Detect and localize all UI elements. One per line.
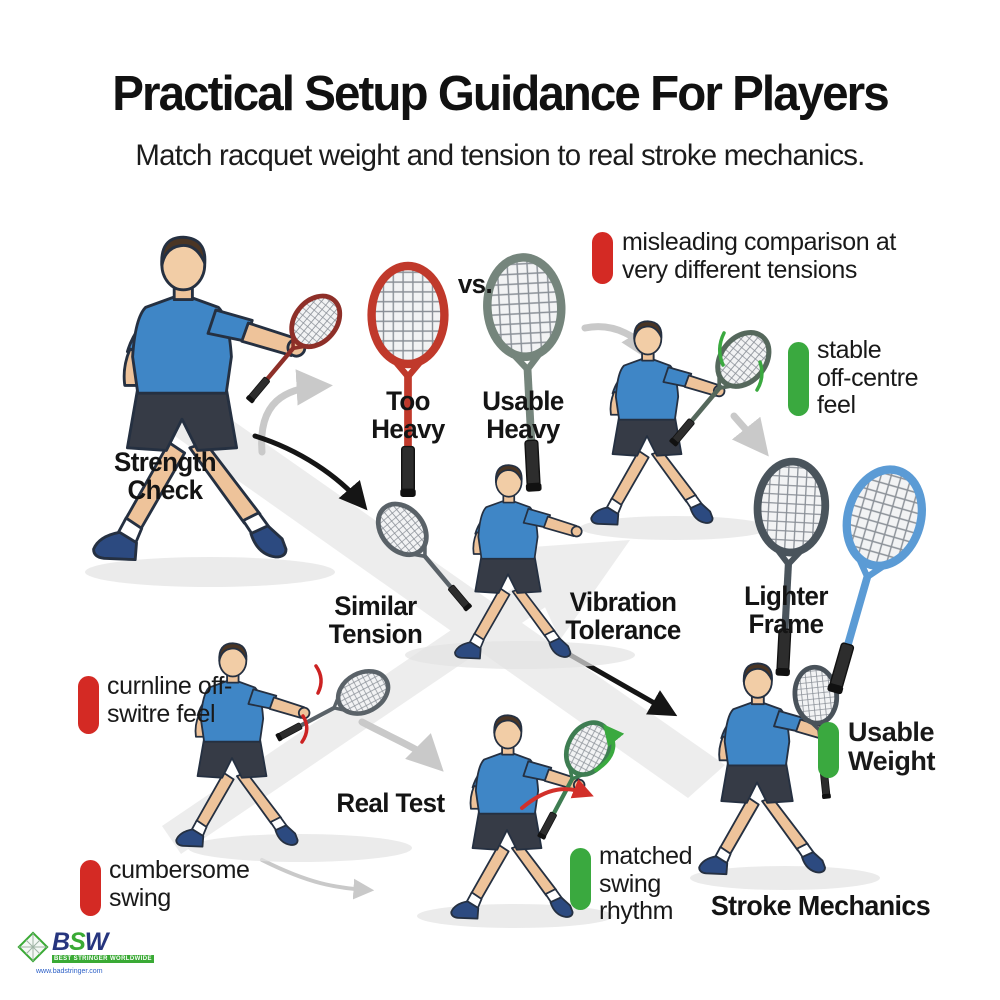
vibration-arcs-green [718, 331, 764, 392]
red-pill-icon [80, 860, 101, 916]
label-real-test: Real Test [336, 788, 445, 818]
badge-text: stable off-centre feel [817, 336, 919, 419]
bsw-logo: BSW BEST STRINGER WORLDWIDE www.badstrin… [16, 930, 154, 975]
bsw-logo-website: www.badstringer.com [36, 968, 103, 975]
badge-text: misleading comparison at very different … [622, 228, 896, 284]
label-stroke-mechanics: Stroke Mechanics [710, 890, 931, 921]
bsw-logo-name: BSW [52, 928, 108, 956]
label-lighter-frame: Lighter Frame [744, 581, 828, 640]
player-vibration-illustration [590, 320, 726, 526]
label-usable-heavy: Usable Heavy [482, 386, 564, 445]
swing-path-arrows [520, 724, 625, 810]
bsw-logo-diamond-icon [17, 931, 49, 963]
label-vs: vs. [457, 269, 493, 299]
bsw-logo-tagline: BEST STRINGER WORLDWIDE [52, 955, 154, 963]
label-similar-tension: Similar Tension [328, 591, 423, 650]
red-pill-icon [78, 676, 99, 734]
green-pill-icon [570, 848, 591, 910]
page-title: Practical Setup Guidance For Players [112, 67, 889, 121]
label-strength-check: Strength Check [114, 447, 217, 506]
badge-text: curnline off- switre feel [107, 672, 232, 728]
label-too-heavy: Too Heavy [371, 386, 445, 445]
green-pill-icon [818, 722, 839, 778]
label-vibration-tolerance: Vibration Tolerance [565, 587, 681, 646]
vibration-arcs-red [300, 664, 323, 744]
badge-text: cumbersome swing [109, 856, 250, 912]
player-strength-check-illustration [92, 235, 307, 562]
green-pill-icon [788, 342, 809, 416]
racquet-lighter-frame-dark-icon [749, 460, 828, 678]
player-matched-swing-illustration [450, 714, 586, 920]
red-pill-icon [592, 232, 613, 284]
racquet-too-heavy-icon [372, 266, 445, 497]
page-subtitle: Match racquet weight and tension to real… [135, 139, 865, 172]
badge-text: Usable Weight [848, 717, 936, 777]
badge-text: matched swing rhythm [599, 842, 693, 925]
